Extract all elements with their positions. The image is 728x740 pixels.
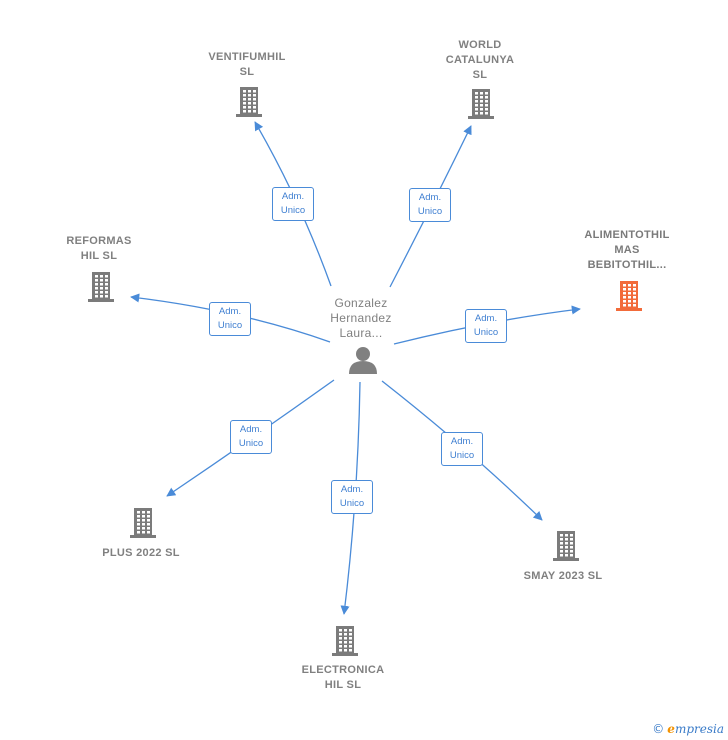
person-icon xyxy=(349,347,377,374)
role-badge-plus: Adm. Unico xyxy=(230,420,272,454)
company-label-ventifumhil: VENTIFUMHIL SL xyxy=(208,51,286,78)
empresia-logo-e: e xyxy=(667,722,675,736)
building-icon-electronica xyxy=(332,626,358,656)
empresia-logo-text: mpresia xyxy=(674,722,724,736)
company-label-electronica: ELECTRONICA HIL SL xyxy=(301,664,385,691)
role-badge-alimentothil: Adm. Unico xyxy=(465,309,507,343)
company-label-plus: PLUS 2022 SL xyxy=(102,547,180,559)
role-badge-smay: Adm. Unico xyxy=(441,432,483,466)
building-icon-reformas xyxy=(88,272,114,302)
copyright-symbol: © xyxy=(652,722,665,736)
building-icon-alimentothil xyxy=(616,281,642,311)
role-badge-reformas: Adm. Unico xyxy=(209,302,251,336)
person-name-label: Gonzalez Hernandez Laura... xyxy=(330,296,392,340)
building-icon-plus xyxy=(130,508,156,538)
company-label-world: WORLD CATALUNYA SL xyxy=(445,39,515,81)
company-label-reformas: REFORMAS HIL SL xyxy=(66,235,132,262)
building-icon-smay xyxy=(553,531,579,561)
building-icon-ventifumhil xyxy=(236,87,262,117)
role-badge-world: Adm. Unico xyxy=(409,188,451,222)
company-label-alimentothil: ALIMENTOTHIL MAS BEBITOTHIL... xyxy=(584,229,670,271)
role-badge-electronica: Adm. Unico xyxy=(331,480,373,514)
building-icon-world xyxy=(468,89,494,119)
empresia-credit[interactable]: ©empresia xyxy=(652,722,724,736)
role-badge-ventifumhil: Adm. Unico xyxy=(272,187,314,221)
company-label-smay: SMAY 2023 SL xyxy=(523,570,603,582)
